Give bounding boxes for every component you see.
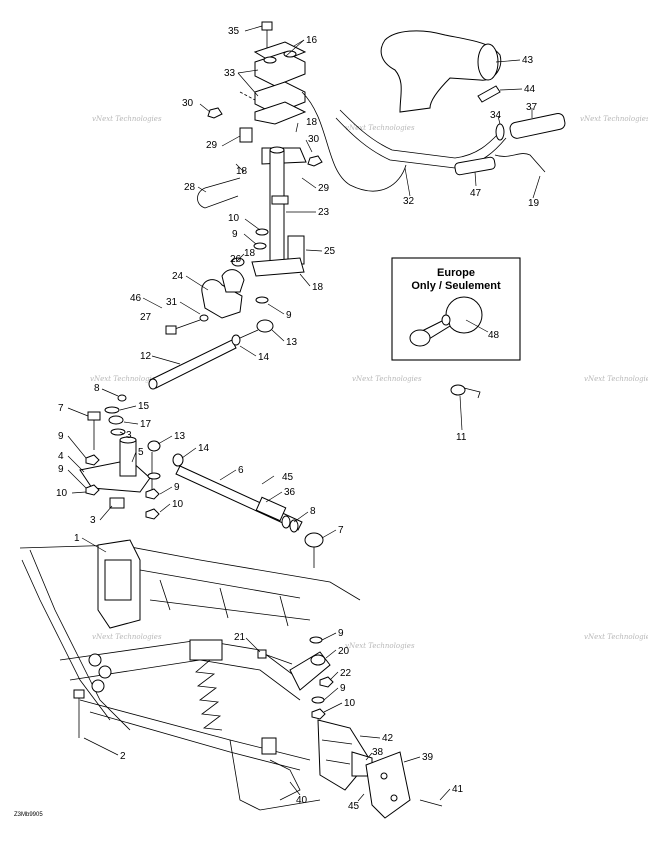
callout-47: 47	[470, 188, 482, 199]
callout-10: 10	[56, 488, 68, 499]
callout-18: 18	[312, 282, 324, 293]
callout-13: 13	[286, 337, 298, 348]
callout-24: 24	[172, 271, 184, 282]
callout-34: 34	[490, 110, 502, 121]
callout-38: 38	[372, 747, 384, 758]
callout-48: 48	[488, 330, 500, 341]
callout-27: 27	[140, 312, 152, 323]
callout-40: 40	[296, 795, 308, 806]
frame-assembly	[19, 539, 443, 819]
callout-17: 17	[140, 419, 152, 430]
callout-28: 28	[184, 182, 196, 193]
callout-9: 9	[58, 464, 64, 475]
watermark: vNext Technologies	[345, 642, 415, 650]
callout-1: 1	[74, 533, 80, 544]
callout-14: 14	[258, 352, 270, 363]
callout-30: 30	[182, 98, 194, 109]
callout-4: 4	[58, 451, 64, 462]
callout-37: 37	[526, 102, 538, 113]
callout-13: 13	[174, 431, 186, 442]
callout-39: 39	[422, 752, 434, 763]
callout-31: 31	[166, 297, 178, 308]
callout-18: 18	[244, 248, 256, 259]
callout-9: 9	[340, 683, 346, 694]
callout-42: 42	[382, 733, 394, 744]
callout-36: 36	[284, 487, 296, 498]
callout-12: 12	[140, 351, 152, 362]
watermark: vNext Technologies	[90, 375, 160, 383]
callout-18: 18	[306, 117, 318, 128]
callout-21: 21	[234, 632, 246, 643]
callout-45: 45	[348, 801, 360, 812]
watermark: vNext Technologies	[584, 375, 648, 383]
callout-9: 9	[174, 482, 180, 493]
callout-26: 26	[230, 254, 242, 265]
callout-9: 9	[338, 628, 344, 639]
callout-2: 2	[120, 751, 126, 762]
callout-9: 9	[232, 229, 238, 240]
callout-35: 35	[228, 26, 240, 37]
callouts: 35 16 33 30 29 18 18 30 29 28 23 10 9 26…	[56, 26, 540, 812]
callout-14: 14	[198, 443, 210, 454]
callout-3: 3	[126, 430, 132, 441]
watermark: vNext Technologies	[352, 375, 422, 383]
callout-19: 19	[528, 198, 540, 209]
callout-20: 20	[338, 646, 350, 657]
inset-title-line1: Europe	[437, 267, 475, 279]
callout-29: 29	[318, 183, 330, 194]
callout-9: 9	[58, 431, 64, 442]
clamp-11	[450, 384, 481, 399]
callout-46: 46	[130, 293, 142, 304]
callout-6: 6	[238, 465, 244, 476]
callout-10: 10	[172, 499, 184, 510]
inset-title-line2: Only / Seulement	[411, 280, 501, 292]
leader-lines	[67, 25, 541, 802]
callout-11: 11	[456, 432, 467, 443]
callout-44: 44	[524, 84, 536, 95]
europe-inset: Europe Only / Seulement	[391, 257, 521, 361]
callout-22: 22	[340, 668, 352, 679]
callout-7: 7	[338, 525, 344, 536]
watermark: vNext Technologies	[92, 115, 162, 123]
callout-9: 9	[286, 310, 292, 321]
callout-8: 8	[94, 383, 100, 394]
callout-8: 8	[310, 506, 316, 517]
callout-15: 15	[138, 401, 150, 412]
callout-43: 43	[522, 55, 534, 66]
callout-41: 41	[452, 784, 464, 795]
callout-33: 33	[224, 68, 236, 79]
callout-10: 10	[228, 213, 240, 224]
callout-3: 3	[90, 515, 96, 526]
callout-16: 16	[306, 35, 318, 46]
callout-32: 32	[403, 196, 415, 207]
watermark: vNext Technologies	[92, 633, 162, 641]
handlebar-assembly	[335, 30, 566, 176]
callout-7: 7	[58, 403, 64, 414]
callout-5: 5	[138, 447, 144, 458]
callout-18: 18	[236, 166, 248, 177]
watermark: vNext Technologies	[345, 124, 415, 132]
steering-column-assembly	[165, 21, 407, 335]
watermark: vNext Technologies	[584, 633, 648, 641]
watermark: vNext Technologies	[580, 115, 648, 123]
diagram-code: Z3Mb9905	[14, 812, 43, 818]
callout-29: 29	[206, 140, 218, 151]
tie-rod-assembly	[79, 319, 324, 568]
watermarks: vNext Technologies vNext Technologies vN…	[90, 115, 648, 650]
callout-30: 30	[308, 134, 320, 145]
callout-45: 45	[282, 472, 294, 483]
callout-10: 10	[344, 698, 356, 709]
callout-25: 25	[324, 246, 336, 257]
callout-23: 23	[318, 207, 330, 218]
